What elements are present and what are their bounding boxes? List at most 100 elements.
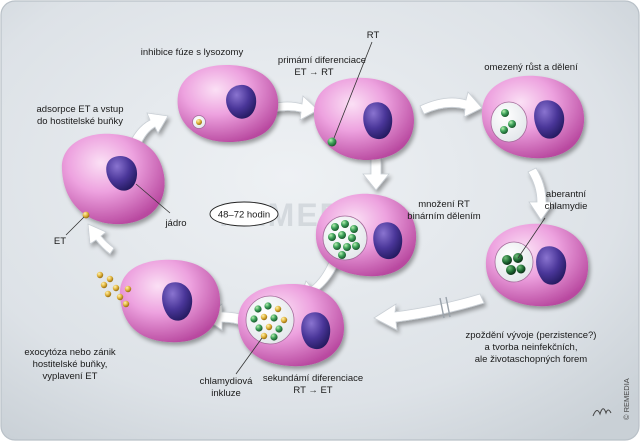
nucleus-icon: [301, 312, 331, 350]
et-particle-icon: [106, 275, 114, 283]
label-omezeny: omezený růst a dělení: [484, 62, 578, 73]
arrow-break-mark: [439, 297, 445, 319]
et-particle-icon: [104, 290, 112, 298]
label-aberantni-line1: aberantní: [546, 189, 587, 200]
arrow-icon: [373, 293, 485, 331]
nucleus-icon: [162, 282, 193, 321]
arrow-icon: [87, 223, 115, 255]
rt-particle-icon: [350, 225, 358, 233]
nucleus-leader-line: [135, 183, 171, 214]
rt-particle-icon: [327, 137, 337, 147]
label-adsorpce-line1: adsorpce ET a vstup: [37, 104, 124, 115]
label-jadro: jádro: [164, 218, 186, 229]
label-inkluze-line2: inkluze: [211, 388, 241, 399]
rt-particle-icon: [500, 126, 508, 134]
released-et-cluster: [96, 271, 132, 308]
rt-particle-icon: [270, 333, 278, 341]
label-hodin: 48–72 hodin: [218, 210, 270, 221]
aberrant-leader-line: [517, 217, 546, 259]
rt-particle-icon: [254, 305, 262, 313]
et-particle-icon: [122, 300, 130, 308]
label-mnozeni-line2: binárním dělením: [407, 211, 480, 222]
label-inhibice: inhibice fúze s lysozomy: [141, 47, 244, 58]
rt-particle-icon: [352, 242, 360, 250]
cell-inhibition: [177, 65, 279, 142]
label-zpozdeni-line2: a tvorba neinfekčních,: [485, 342, 578, 353]
et-particle-icon: [112, 284, 120, 292]
label-rt: RT: [367, 30, 380, 41]
et-particle-icon: [82, 211, 90, 219]
cell-aberrant: [485, 217, 589, 307]
inclusion-leader-line: [235, 337, 263, 375]
label-primarni-line2: ET → RT: [294, 67, 333, 78]
et-particle-icon: [196, 119, 202, 125]
aberrant-body-icon: [516, 264, 526, 274]
cell-secondary-differentiation: [235, 284, 344, 375]
label-exocytoza-line2: hostitelské buňky,: [33, 359, 108, 370]
rt-particle-icon: [338, 231, 346, 239]
label-et: ET: [54, 236, 66, 247]
nucleus-icon: [536, 246, 567, 285]
et-particle-icon: [265, 323, 273, 331]
et-particle-icon: [274, 305, 282, 313]
cell-primary-differentiation: [313, 41, 414, 160]
rt-particle-icon: [341, 220, 349, 228]
rt-particle-icon: [250, 315, 258, 323]
rt-particle-icon: [343, 243, 351, 251]
mixed-particle-cluster: [250, 302, 288, 341]
et-particle-icon: [96, 271, 104, 279]
arrow-icon: [129, 112, 169, 147]
inclusion-vacuole-icon: [494, 241, 534, 283]
label-zpozdeni-line3: ale životaschopných forem: [475, 354, 588, 365]
et-particle-icon: [124, 285, 132, 293]
label-exocytoza-line1: exocytóza nebo zánik: [24, 347, 116, 358]
nucleus-icon: [226, 84, 257, 119]
cell-entry: [61, 133, 165, 225]
arrow-icon: [362, 157, 390, 191]
label-exocytoza-line3: vyplavení ET: [43, 371, 98, 382]
aberrant-body-icon: [502, 255, 512, 265]
aberrant-body-icon: [506, 265, 516, 275]
rt-particle-icon: [348, 234, 356, 242]
arrow-break-mark: [445, 296, 451, 318]
et-particle-icon: [260, 332, 268, 340]
copyright-text: © REMEDIA: [622, 378, 631, 420]
arrow-icon: [419, 91, 483, 118]
rt-particle-icon: [501, 109, 509, 117]
et-particle-icon: [116, 293, 124, 301]
cell-multiplication: [315, 193, 417, 277]
rt-particle-icon: [331, 223, 339, 231]
label-mnozeni-line1: množení RT: [418, 199, 470, 210]
nucleus-icon: [363, 102, 393, 140]
duration-badge: [209, 201, 279, 227]
signature-icon: [592, 408, 612, 417]
rt-particle-icon: [264, 302, 272, 310]
label-sekundarni-line2: RT → ET: [293, 385, 332, 396]
arrow-icon: [271, 95, 319, 121]
label-adsorpce-line2: do hostitelské buňky: [37, 116, 123, 127]
et-particle-icon: [260, 313, 268, 321]
arrow-icon: [527, 167, 555, 221]
label-inkluze-line1: chlamydiová: [200, 376, 254, 387]
et-particle-icon: [280, 316, 288, 324]
rt-particle-icon: [255, 324, 263, 332]
label-zpozdeni-line1: zpoždění vývoje (perzistence?): [466, 330, 597, 341]
cell-restricted-growth: [481, 75, 585, 159]
label-primarni-line1: primámí diferenciace: [278, 55, 366, 66]
nucleus-icon: [534, 100, 565, 139]
rt-particle-icon: [270, 314, 278, 322]
rt-particle-icon: [338, 251, 346, 259]
rt-particle-icon: [275, 325, 283, 333]
label-sekundarni-line1: sekundámí diferenciace: [263, 373, 363, 384]
arrows: [87, 91, 555, 331]
label-aberantni-line2: chlamydie: [545, 201, 588, 212]
rt-cluster: [328, 220, 360, 259]
rt-particle-icon: [508, 120, 516, 128]
rt-particle-icon: [333, 242, 341, 250]
rt-leader-line: [333, 41, 373, 139]
et-leader-line: [65, 216, 85, 236]
nucleus-icon: [106, 155, 138, 191]
cell-exocytosis: [96, 259, 221, 343]
